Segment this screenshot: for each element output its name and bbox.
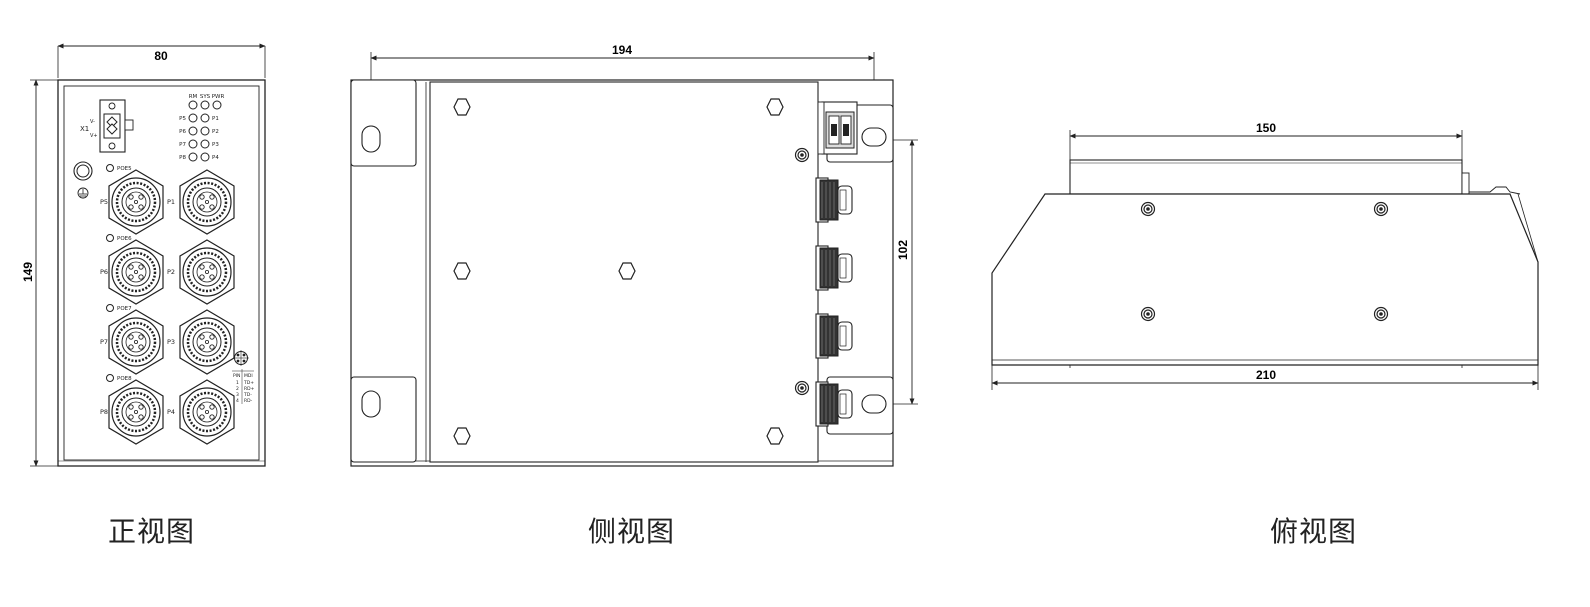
led-header-sys: SYS — [200, 94, 211, 100]
led-indicator-icon — [200, 139, 210, 149]
led-label-left: P8 — [179, 155, 186, 161]
led-indicator-icon — [188, 113, 198, 123]
port-label-right: P3 — [167, 338, 175, 346]
pin-table: PIN MDI 1 TD+ 2 RD+ 3 TD- 4 RD- — [233, 373, 255, 404]
pin-table-mdi: RD- — [244, 398, 253, 404]
poe-led-icon — [106, 374, 114, 382]
poe-led-icon — [106, 234, 114, 242]
pin-table-pin: 4 — [236, 398, 239, 404]
side-height-label: 102 — [896, 240, 910, 260]
poe-label: POE6 — [117, 236, 132, 242]
led-row: P6 P2 — [179, 126, 219, 136]
pin-table-pin: 2 — [236, 386, 239, 392]
poe-label: POE5 — [117, 166, 132, 172]
power-terminal-label: X1 — [80, 125, 89, 133]
front-width-dimension: 80 — [57, 43, 266, 78]
side-terminal-block — [817, 101, 858, 155]
pin-table-mdi: TD- — [243, 392, 252, 398]
led-label-left: P6 — [179, 129, 186, 135]
top-lower-label: 210 — [1256, 368, 1276, 382]
led-header-rm: RM — [189, 94, 198, 100]
power-terminal: X1 V- V+ — [80, 99, 134, 153]
led-label-right: P1 — [212, 116, 219, 122]
poe-label: POE8 — [117, 376, 132, 382]
side-mounting-ears — [350, 79, 894, 463]
top-upper-label: 150 — [1256, 121, 1276, 135]
top-view: 150 210 — [991, 121, 1539, 390]
led-indicator-icon — [188, 126, 198, 136]
led-indicator-icon — [188, 152, 198, 162]
led-row: P5 P1 — [179, 113, 219, 123]
caption-top-view: 俯视图 — [1270, 515, 1358, 548]
front-view: 80 149 X1 V- V+ — [21, 43, 266, 467]
side-width-dimension: 194 — [370, 43, 875, 96]
led-indicator-icon — [200, 126, 210, 136]
side-width-label: 194 — [612, 43, 632, 57]
top-upper-box — [1069, 159, 1463, 195]
power-terminal-minus: V- — [90, 119, 95, 125]
led-indicator-icon — [200, 113, 210, 123]
port-label-right: P4 — [167, 408, 175, 416]
port-label-right: P2 — [167, 268, 175, 276]
top-lower-dimension: 210 — [991, 365, 1539, 390]
caption-side-view: 侧视图 — [588, 515, 676, 548]
poe-led-icon — [106, 164, 114, 172]
port-label-left: P6 — [100, 268, 108, 276]
power-terminal-plus: V+ — [90, 133, 98, 139]
pin-diagram — [232, 350, 254, 404]
led-row: P8 P4 — [179, 152, 219, 162]
side-view: 194 102 — [350, 43, 918, 467]
pin-table-mdi: RD+ — [244, 386, 255, 392]
led-indicator-icon — [200, 152, 210, 162]
port-label-left: P5 — [100, 198, 108, 206]
led-indicator-icon — [188, 139, 198, 149]
ground-screw-icon — [73, 161, 93, 199]
port-label-right: P1 — [167, 198, 175, 206]
poe-label: POE7 — [117, 306, 132, 312]
led-header-pwr: PWR — [212, 94, 225, 100]
pin-table-pin: 1 — [236, 380, 239, 386]
front-height-label: 149 — [21, 262, 35, 282]
led-label-left: P7 — [179, 142, 186, 148]
front-height-dimension: 149 — [21, 79, 58, 467]
pin-table-header-pin: PIN — [233, 373, 240, 379]
front-width-label: 80 — [154, 49, 168, 63]
poe-led-icon — [106, 304, 114, 312]
pin-table-mdi: TD+ — [243, 380, 254, 386]
led-header: RM SYS PWR — [188, 94, 225, 110]
pin-table-header-mdi: MDI — [244, 373, 253, 379]
led-label-left: P5 — [179, 116, 186, 122]
port-label-left: P7 — [100, 338, 108, 346]
top-main-body — [991, 193, 1539, 366]
led-label-right: P2 — [212, 129, 219, 135]
port-label-left: P8 — [100, 408, 108, 416]
led-label-right: P4 — [212, 155, 219, 161]
led-label-right: P3 — [212, 142, 219, 148]
pin-table-pin: 3 — [236, 392, 239, 398]
caption-front-view: 正视图 — [108, 515, 196, 548]
led-row: P7 P3 — [179, 139, 219, 149]
